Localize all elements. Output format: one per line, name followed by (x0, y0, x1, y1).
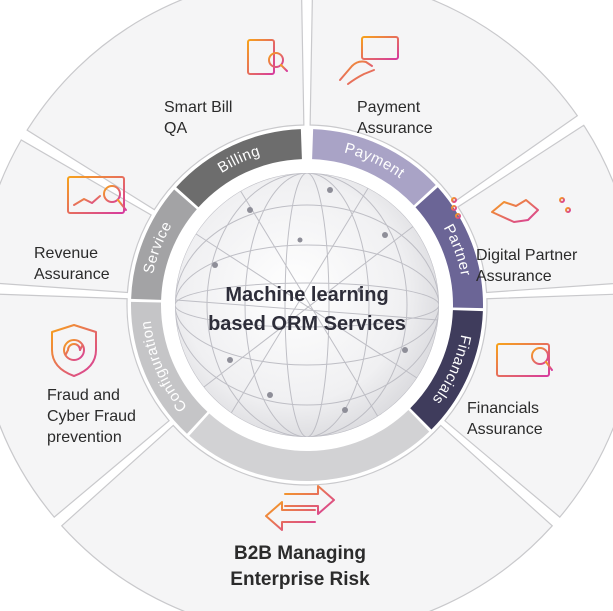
ring-partner (415, 187, 484, 309)
partner-label-line1: Digital Partner (476, 247, 578, 264)
exchange-arrows-icon (265, 485, 335, 531)
fraud-label-line1: Fraud and (47, 387, 120, 404)
ring-billing (176, 129, 302, 208)
network-globe (175, 173, 439, 437)
segment-smart-bill (26, 0, 305, 211)
fraud-label-line2: Cyber Fraud (47, 408, 136, 425)
financials-label-line2: Assurance (467, 421, 543, 438)
monitor-analytics-icon (67, 176, 127, 222)
card-payment-icon (339, 36, 399, 85)
fraud-label-line3: prevention (47, 429, 122, 446)
bill-search-icon (247, 39, 288, 75)
smart-bill-label-line1: Smart Bill (164, 99, 232, 116)
segment-revenue (0, 139, 152, 294)
shield-icon (51, 324, 97, 377)
ring-payment (312, 129, 436, 206)
ring-financials (410, 310, 483, 430)
segment-payment (309, 0, 579, 203)
segment-b2b (60, 424, 554, 611)
ring-bottom (189, 410, 430, 481)
ring-configuration (131, 301, 208, 434)
revenue-label-line2: Assurance (34, 266, 110, 283)
center-title-line1: Machine learning (225, 284, 388, 306)
b2b-label-line2: Enterprise Risk (230, 569, 370, 590)
center-title-line2: based ORM Services (208, 313, 406, 335)
payment-label-line1: Payment (357, 99, 421, 116)
revenue-label-line1: Revenue (34, 245, 98, 262)
partner-label-line2: Assurance (476, 268, 552, 285)
handshake-icon (451, 197, 571, 223)
segment-fraud (0, 293, 170, 518)
payment-label-line2: Assurance (357, 120, 433, 137)
b2b-label-line1: B2B Managing (234, 543, 366, 564)
segment-financials (444, 293, 613, 518)
chart-search-icon (496, 343, 553, 385)
smart-bill-label-line2: QA (164, 120, 187, 137)
financials-label-line1: Financials (467, 400, 539, 417)
ring-service (131, 189, 197, 300)
